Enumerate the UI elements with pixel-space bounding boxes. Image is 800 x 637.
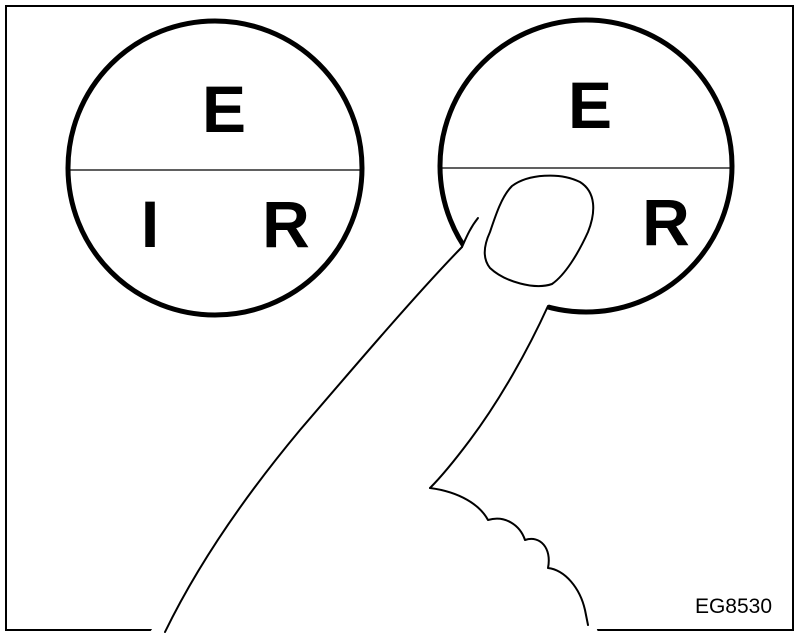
left-dial-label-top: E: [202, 72, 246, 146]
left-dial-outline: [65, 18, 365, 318]
left-selector-dial: E I R: [65, 18, 365, 318]
left-dial-label-bottom-right: R: [262, 187, 310, 261]
finger-pointing-icon: [150, 174, 598, 633]
right-dial-label-top: E: [568, 68, 612, 142]
right-dial-label-bottom-right: R: [642, 185, 690, 259]
left-dial-label-bottom-left: I: [141, 187, 159, 261]
figure-code: EG8530: [694, 595, 772, 618]
